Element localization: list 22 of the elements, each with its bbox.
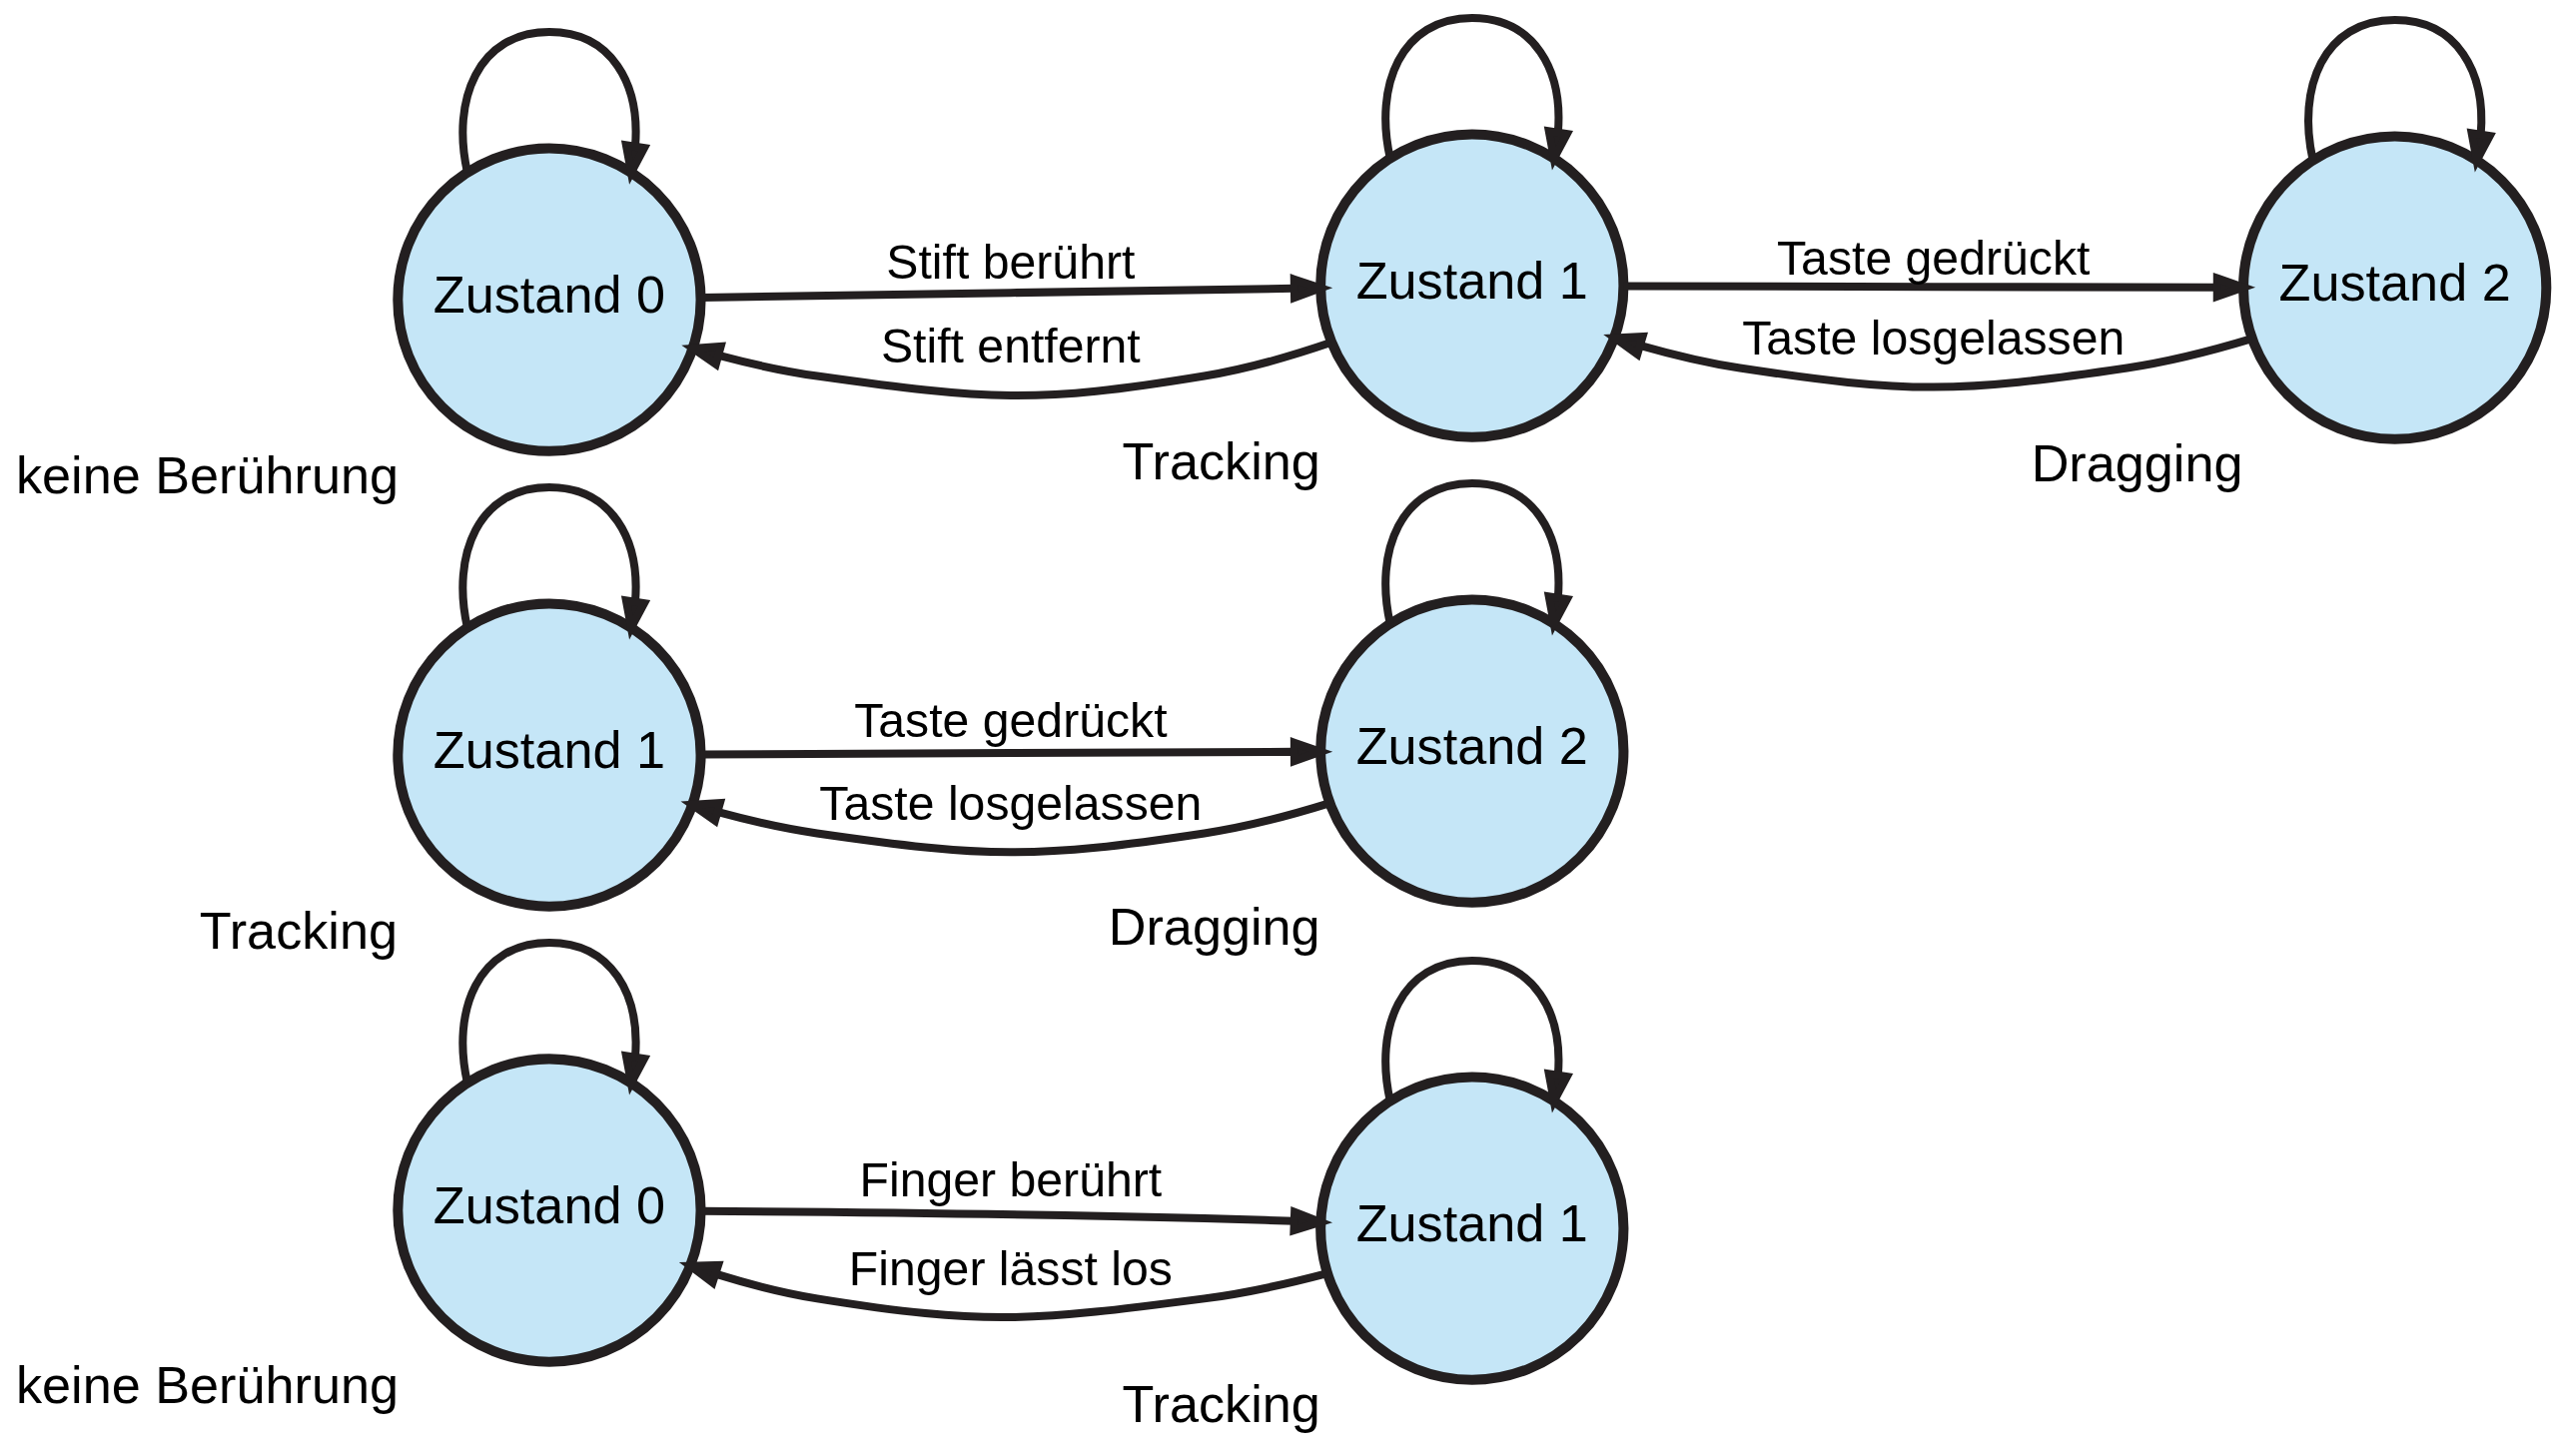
node-circle: Zustand 0 xyxy=(393,143,706,456)
edge-label: Stift entfernt xyxy=(880,318,1141,372)
arrow xyxy=(458,28,651,185)
edge-label: Taste losgelassen xyxy=(819,775,1203,830)
node-circle: Zustand 2 xyxy=(2238,131,2552,444)
arrow xyxy=(458,482,651,640)
arrow xyxy=(1381,956,1573,1113)
node-circle: Zustand 1 xyxy=(1315,129,1629,442)
edge-label: Stift berührt xyxy=(886,234,1136,289)
node-circle: Zustand 1 xyxy=(393,598,706,912)
arrow xyxy=(1381,14,1573,171)
edge-label: Finger lässt los xyxy=(848,1240,1173,1295)
edge-label: Taste gedrückt xyxy=(1777,230,2091,285)
edge-label: Finger berührt xyxy=(859,1152,1163,1207)
arrow xyxy=(2304,16,2496,173)
arrow xyxy=(458,938,651,1095)
edge-label: Taste gedrückt xyxy=(854,693,1168,748)
node-circle: Zustand 1 xyxy=(1315,1072,1629,1385)
edge-label: Taste losgelassen xyxy=(1742,310,2126,364)
node-circle: Zustand 0 xyxy=(393,1054,706,1367)
arrow xyxy=(1381,478,1573,636)
node-circle: Zustand 2 xyxy=(1315,594,1629,908)
